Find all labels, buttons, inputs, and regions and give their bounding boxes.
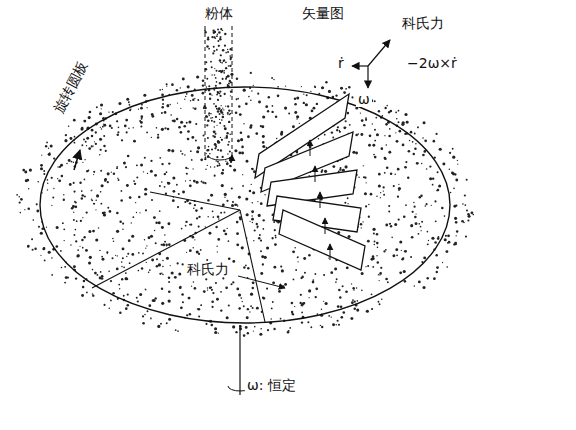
vector-diagram-title: 矢量图 (300, 6, 346, 21)
disc-label: 旋转圆板 (50, 57, 92, 117)
coriolis-label: 科氏力 (185, 262, 231, 277)
coriolis-label: 科氏力 (400, 16, 446, 31)
rotating-disc (40, 87, 450, 323)
vector-diagram (352, 40, 390, 88)
powder-label: 粉体 (203, 6, 235, 21)
omega-constant: ω: 恒定 (245, 378, 298, 393)
powder-stream (232, 26, 233, 160)
division-lines (92, 192, 265, 322)
coriolis-arrows (310, 140, 330, 260)
rotation-arrow (74, 150, 80, 170)
velocity-symbol: ṙ (336, 56, 346, 71)
vane-plates (255, 94, 365, 270)
powder-stream (205, 26, 206, 160)
rotation-arrow (208, 155, 232, 160)
rotation-axis (239, 325, 240, 395)
omega-symbol: ω (356, 92, 372, 107)
leader-line (238, 276, 285, 288)
coriolis-formula: −2ω×ṙ (405, 56, 459, 71)
powder-dots (16, 28, 474, 337)
